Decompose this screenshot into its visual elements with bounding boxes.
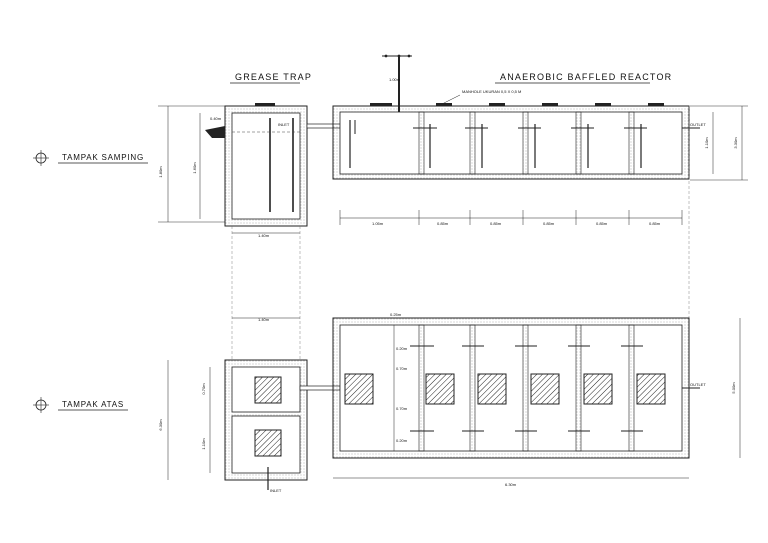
top-inner-dim-4: 0.20m [396, 438, 408, 443]
top-view-label: TAMPAK ATAS [62, 400, 124, 409]
side-left-height: 1.80m [158, 166, 163, 178]
abr-title: ANAEROBIC BAFFLED REACTOR [500, 72, 672, 82]
side-view-label: TAMPAK SAMPING [62, 153, 144, 162]
section-marker-icon [33, 150, 49, 166]
manhole-cover-icon [425, 373, 455, 405]
manhole-cover-icon [530, 373, 560, 405]
top-inlet-label: INLET [270, 488, 282, 493]
abr-outlet-label: OUTLET [690, 122, 706, 127]
manhole-cover-icon [648, 103, 664, 106]
side-abr-width-6: 0.85m [649, 221, 661, 226]
manhole-cover-icon [344, 373, 374, 405]
vent-dim-label: 1.00m [389, 77, 401, 82]
top-inner-dim-3: 0.70m [396, 406, 408, 411]
manhole-note: MANHOLE UKURAN 0,5 X 0,5 M [462, 89, 521, 94]
manhole-cover-icon [583, 373, 613, 405]
top-overall-height: 5.00m [731, 382, 736, 394]
top-pipe-dim: 0.25m [390, 312, 402, 317]
manhole-cover-icon [370, 103, 392, 106]
side-abr-width-5: 0.85m [596, 221, 608, 226]
top-gt-width: 1.40m [258, 317, 270, 322]
side-abr-width-1: 1.05m [372, 221, 384, 226]
side-abr-width-4: 0.85m [543, 221, 555, 226]
grease-trap-title: GREASE TRAP [235, 72, 312, 82]
top-gt-split-lower: 1.10m [201, 438, 206, 450]
manhole-cover-icon [477, 373, 507, 405]
top-overall-width: 6.30m [505, 482, 517, 487]
top-inner-dim-1: 0.20m [396, 346, 408, 351]
side-right-outer: 3.30m [733, 137, 738, 149]
section-marker-icon [33, 397, 49, 413]
manhole-cover-icon [542, 103, 558, 106]
side-gt-width: 1.40m [258, 233, 270, 238]
manhole-cover-icon [489, 103, 505, 106]
side-view: INLET 1.00m [158, 54, 748, 360]
side-top-small: 0.40m [210, 116, 222, 121]
top-gt-split-upper: 0.70m [201, 383, 206, 395]
side-right-inner: 1.10m [704, 137, 709, 149]
manhole-cover-icon [636, 373, 666, 405]
gt-inlet-label: INLET [278, 122, 290, 127]
side-left-inner: 1.60m [192, 162, 197, 174]
manhole-cover-icon [254, 429, 282, 457]
side-abr-width-3: 0.85m [490, 221, 502, 226]
manhole-cover-icon [436, 103, 452, 106]
manhole-cover-icon [255, 103, 275, 106]
top-outlet-label: OUTLET [690, 382, 706, 387]
manhole-cover-icon [254, 376, 282, 404]
top-inner-dim-2: 0.70m [396, 366, 408, 371]
manhole-cover-icon [595, 103, 611, 106]
side-abr-width-2: 0.85m [437, 221, 449, 226]
top-view: INLET OUTLET 6.30m 5.00m [158, 312, 741, 493]
top-gt-height: 6.30m [158, 419, 163, 431]
